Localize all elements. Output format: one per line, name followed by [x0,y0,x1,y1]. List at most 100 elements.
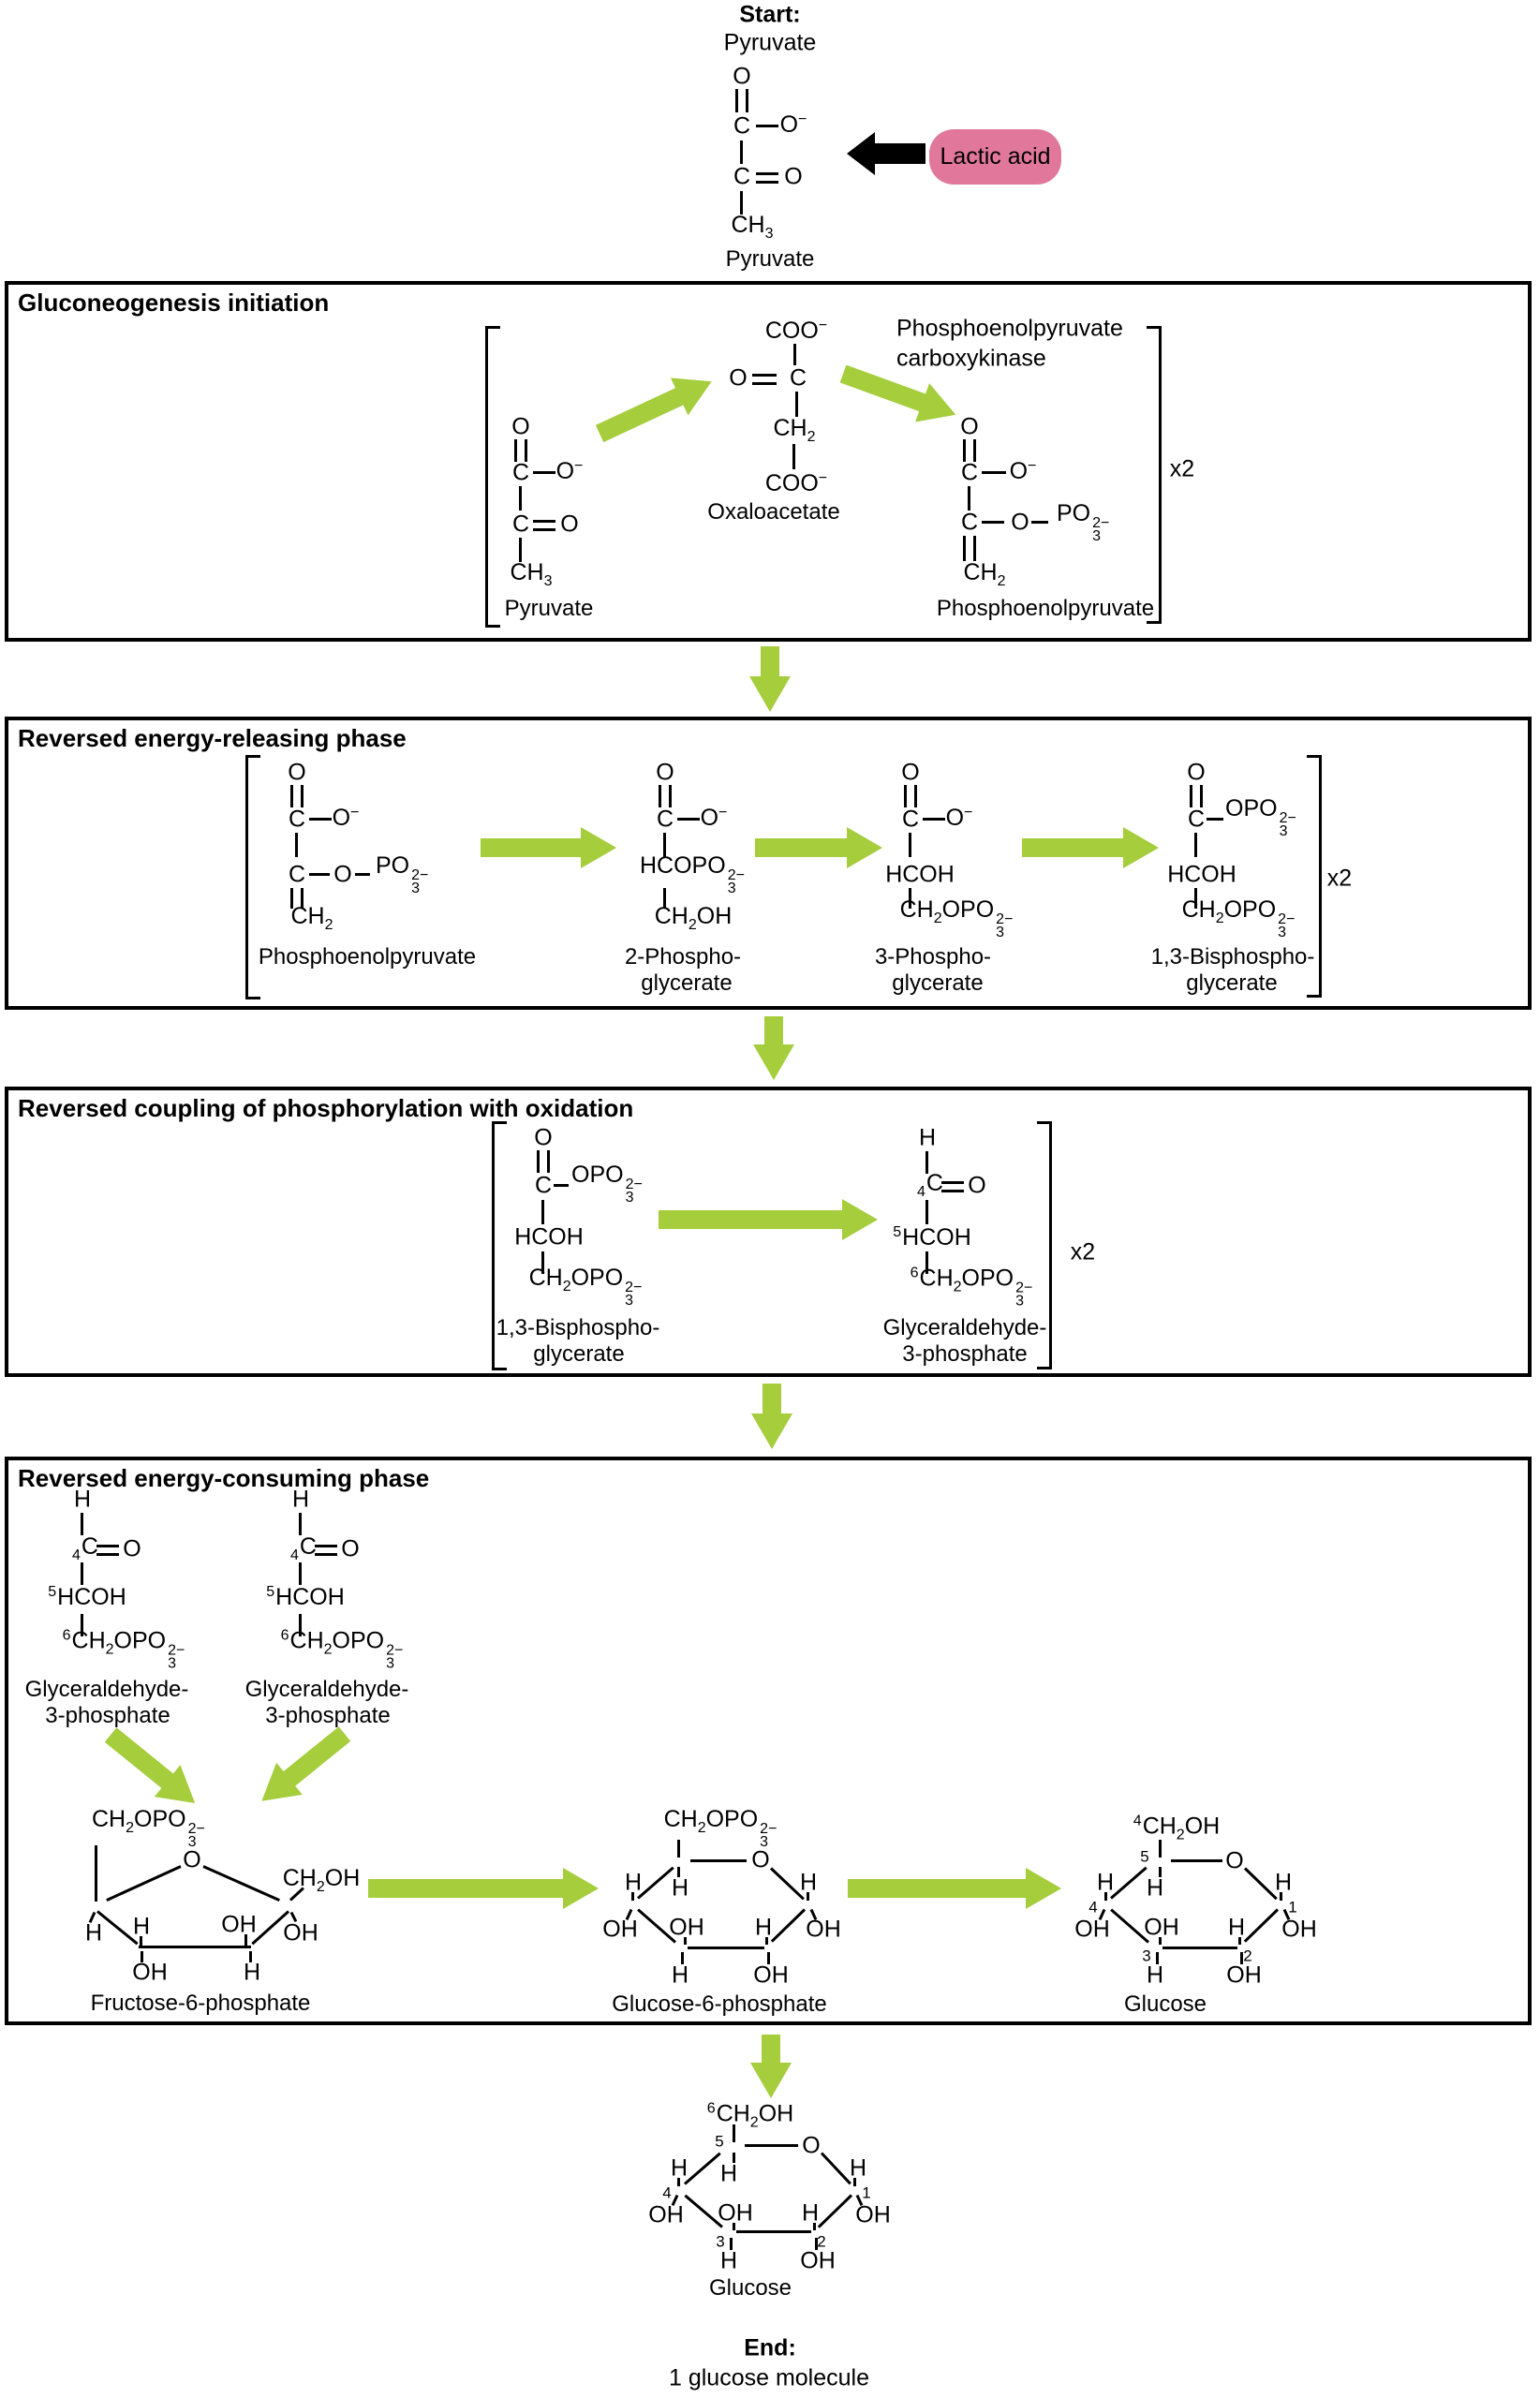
box2-phosphoenolpyruvate-bond [290,888,293,909]
superscript: − [1028,458,1037,474]
start-pyruvate-label: Pyruvate [725,246,815,272]
box3-glyceraldehyde-3-phosphate-bond [925,1200,928,1224]
multiplier-x2: x2 [1326,865,1353,892]
fructose-6-phosphate-atom: H [84,1919,103,1947]
box4-glyceraldehyde-3-phosphate-1-label: 3-phosphate [45,1703,170,1728]
box2-phosphoenolpyruvate-atom: O [288,759,306,786]
charge-stack-row: 2− [1092,515,1110,531]
box4-glyceraldehyde-3-phosphate-2-bond [315,1553,337,1556]
glucose-box4-bond [1280,1892,1282,1901]
charge-stack-row: 2− [760,1821,777,1837]
charge-stack-row: 2− [168,1642,185,1659]
box2-13-bisphosphoglycerate-bond [1190,785,1192,807]
box1-pyruvate-bond [533,471,555,474]
box1-oxaloacetate-bond [795,392,798,417]
glucose-final-atom: OH [718,2199,753,2227]
box4-glyceraldehyde-3-phosphate-2-atom: 5HCOH [266,1584,345,1610]
arrow-box4-to-final [750,2035,792,2098]
arrow-box2-to-box3 [753,1016,794,1080]
box4-glyceraldehyde-3-phosphate-2-label: 3-phosphate [265,1703,391,1728]
box1-oxaloacetate-atom: CH2 [773,415,816,445]
glucose-final-bond [730,2238,733,2250]
charge-stack-row: 2− [1015,1280,1033,1296]
box4-glyceraldehyde-3-phosphate-1-bond [81,1562,83,1585]
start-pyruvate-bond [756,125,778,127]
box4-glyceraldehyde-3-phosphate-1-atom: H [73,1486,92,1513]
enzyme-name-line1: Phosphoenolpyruvate [896,315,1123,342]
box1-pyruvate-bond [519,486,522,511]
glucose-6-phosphate-bond [677,1840,680,1858]
box2-2-phosphoglycerate-atom: O [656,759,674,786]
subscript: 2 [323,1641,333,1658]
box3-glyceraldehyde-3-phosphate-atom: O [968,1172,986,1199]
fructose-6-phosphate-atom: OH [132,1959,168,1986]
glucose-box4-atom: H [1146,1961,1164,1989]
arrow-3pg-to-13bpg [1022,827,1159,868]
carbon-number: 4 [72,1547,81,1563]
fructose-6-phosphate-atom: H [132,1913,151,1940]
arrow-pep-to-2pg [481,827,616,868]
box2-2-phosphoglycerate-bond [677,818,700,821]
charge-stack-row: 3 [1279,823,1288,839]
glucose-6-phosphate-bond [631,1892,634,1901]
box2-2-phosphoglycerate-label: glycerate [641,970,733,996]
glucose-final-atom: 6CH2OH [706,2100,794,2131]
glucose-box4-atom: 3 [1142,1947,1151,1965]
charge-stack-row: 3 [386,1655,395,1672]
box1-oxaloacetate-bond [792,444,795,469]
box4-glyceraldehyde-3-phosphate-1-bond [96,1553,119,1556]
charge-stack: 2−3 [1015,1280,1033,1309]
box4-glyceraldehyde-3-phosphate-2-bond [315,1545,337,1547]
subscript: 2 [316,1879,325,1895]
superscript: − [818,318,828,333]
start-pyruvate-bond [756,172,778,175]
glucose-box4-atom: 1 [1288,1898,1297,1917]
box2-3-phosphoglycerate-bond [923,818,945,821]
glucose-final-atom: H [719,2160,738,2187]
box3-glyceraldehyde-3-phosphate-bond [941,1190,964,1192]
box1-phosphoenolpyruvate-bond [968,486,970,511]
charge-stack-row: 2− [386,1642,404,1659]
bracket-foot [1147,326,1162,329]
box4-glyceraldehyde-3-phosphate-1-bond [81,1513,83,1535]
subscript: 2 [105,1641,114,1658]
box3-13-bisphosphoglycerate-bond [537,1150,540,1173]
charge-stack-row: 3 [996,925,1005,940]
box1-pyruvate-bond [533,528,555,531]
box4-glyceraldehyde-3-phosphate-2-bond [299,1562,302,1585]
start-pyruvate-atom: O− [779,111,807,138]
subscript: 2 [324,917,333,933]
glucose-6-phosphate-atom: OH [753,1961,789,1989]
carbon-number: 4 [1133,1813,1142,1829]
box2-2-phosphoglycerate-label: 2-Phospho- [624,944,742,970]
box2-phosphoenolpyruvate-bond [355,873,370,876]
carbon-number: 5 [893,1224,902,1240]
superscript: − [718,805,728,821]
multiplier-x2: x2 [1169,455,1195,482]
box4-glyceraldehyde-3-phosphate-1-bond [81,1614,83,1636]
box1-phosphoenolpyruvate-atom: CH2 [963,559,1006,589]
glucose-final-atom: H [849,2154,867,2182]
box1-phosphoenolpyruvate-atom: O [1011,509,1029,536]
box1-oxaloacetate-atom: O [729,364,748,392]
carbon-number: 6 [910,1265,919,1281]
charge-stack: 2−3 [411,868,428,896]
carbon-number: 4 [290,1547,299,1563]
end-heading: End: [744,2334,796,2361]
carbon-number: 5 [48,1584,57,1600]
glucose-box4-bond [1156,1952,1159,1964]
box1-phosphoenolpyruvate-atom: C [960,509,979,536]
charge-stack-row: 3 [760,1834,769,1850]
superscript: − [964,805,973,821]
box3-glyceraldehyde-3-phosphate-atom: H [918,1124,937,1151]
box4-glyceraldehyde-3-phosphate-1-atom: 5HCOH [48,1584,126,1610]
box2-2-phosphoglycerate-atom: O− [700,805,728,831]
glucose-box4-atom: OH [1074,1916,1110,1943]
bracket-r [1319,755,1322,998]
charge-stack-row: 3 [168,1655,177,1672]
glucose-final-atom: OH [648,2201,684,2228]
